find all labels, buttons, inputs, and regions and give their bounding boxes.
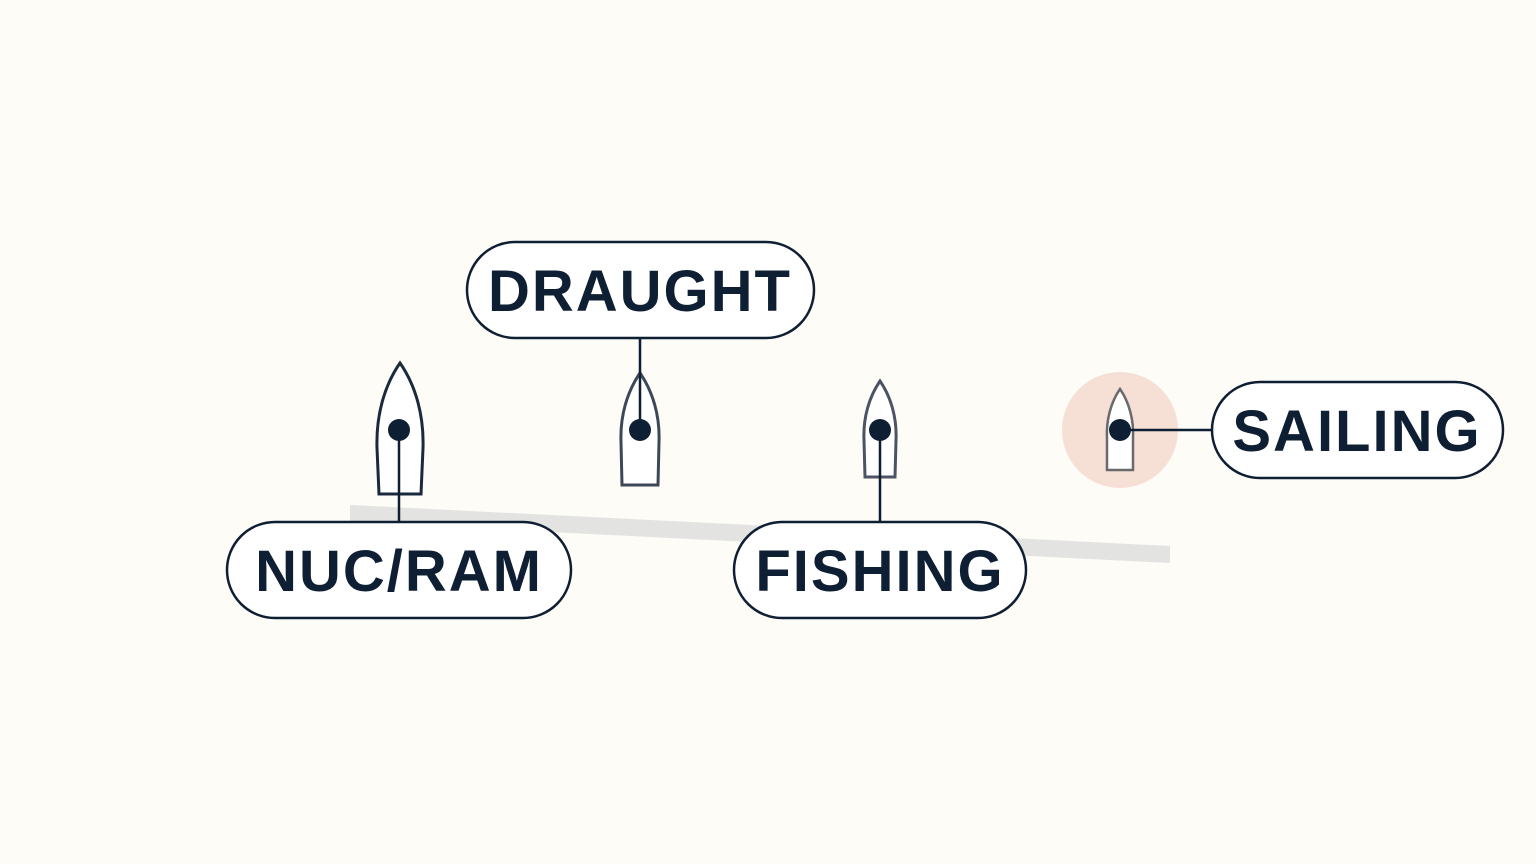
- vessel-fishing[interactable]: [862, 378, 898, 522]
- label-sailing: SAILING: [1232, 399, 1481, 464]
- vessel-position-dot: [629, 419, 651, 441]
- label-fishing: FISHING: [755, 539, 1004, 604]
- pill-outline: [1210, 380, 1505, 480]
- vessel-sailing[interactable]: [1105, 386, 1212, 472]
- pill-outline: [465, 240, 816, 340]
- label-pill-nuc-ram[interactable]: NUC/RAM: [225, 520, 573, 620]
- vessel-position-dot: [1109, 419, 1131, 441]
- label-nuc-ram: NUC/RAM: [255, 539, 543, 604]
- pill-outline: [225, 520, 573, 620]
- label-pill-draught[interactable]: DRAUGHT: [465, 240, 816, 340]
- vessel-nuc-ram[interactable]: [375, 360, 425, 522]
- pill-outline: [732, 520, 1028, 620]
- label-pill-fishing[interactable]: FISHING: [732, 520, 1028, 620]
- label-draught: DRAUGHT: [488, 259, 792, 324]
- label-pill-sailing[interactable]: SAILING: [1210, 380, 1505, 480]
- vessel-draught[interactable]: [619, 338, 661, 487]
